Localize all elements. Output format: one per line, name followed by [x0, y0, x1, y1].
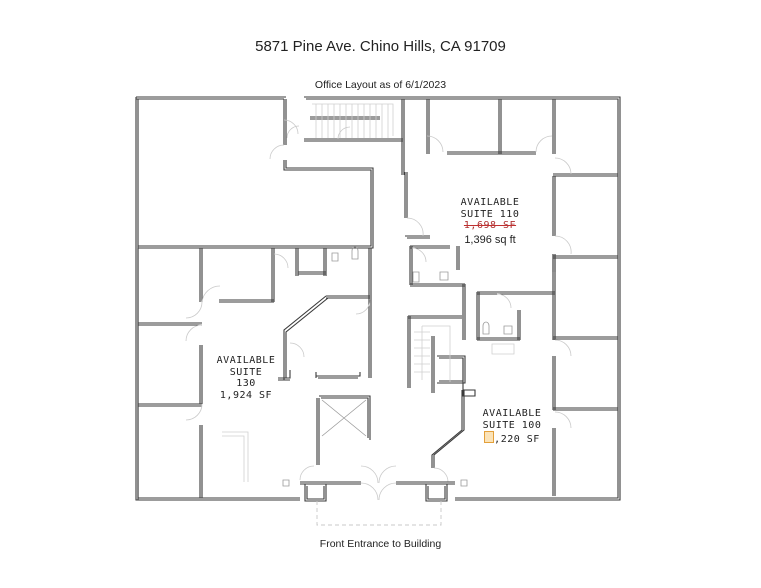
suite-110-area: 1,396 sq ft: [464, 233, 516, 246]
suite-110-label: AVAILABLE SUITE 110 1,698 SF 1,396 sq ft: [440, 197, 540, 246]
suite-110-walls: [401, 99, 618, 340]
page-title: 5871 Pine Ave. Chino Hills, CA 91709: [255, 38, 506, 55]
upper-left-room: [138, 99, 374, 249]
top-stair: [286, 103, 403, 142]
suite-100-area-row: ,220 SF: [462, 431, 562, 446]
suite-100-label: AVAILABLE SUITE 100 ,220 SF: [462, 408, 562, 446]
restrooms-core: [409, 245, 555, 355]
suite-110-old-area: 1,698 SF: [463, 220, 517, 231]
entrance-caption: Front Entrance to Building: [319, 538, 442, 550]
suite-130-number: 130: [236, 378, 256, 389]
suite-100-walls: [552, 339, 618, 496]
suite-130-walls: [137, 246, 372, 500]
layout-date-caption: Office Layout as of 6/1/2023: [314, 79, 447, 91]
suite-130-area: 1,924 SF: [219, 389, 273, 401]
suite-100-name: SUITE 100: [482, 419, 542, 431]
suite-130-status: AVAILABLE: [216, 355, 276, 366]
suite-100-area: ,220 SF: [494, 434, 540, 445]
note-marker-icon[interactable]: [484, 431, 495, 443]
suite-130-label: AVAILABLE SUITE 130 1,924 SF: [196, 355, 296, 401]
suite-110-name: SUITE 110: [460, 208, 520, 220]
suite-100-status: AVAILABLE: [482, 408, 542, 419]
suite-130-name: SUITE: [229, 366, 263, 378]
front-entrance: [282, 465, 468, 526]
center-stair: [407, 315, 476, 483]
suite-110-status: AVAILABLE: [460, 197, 520, 208]
